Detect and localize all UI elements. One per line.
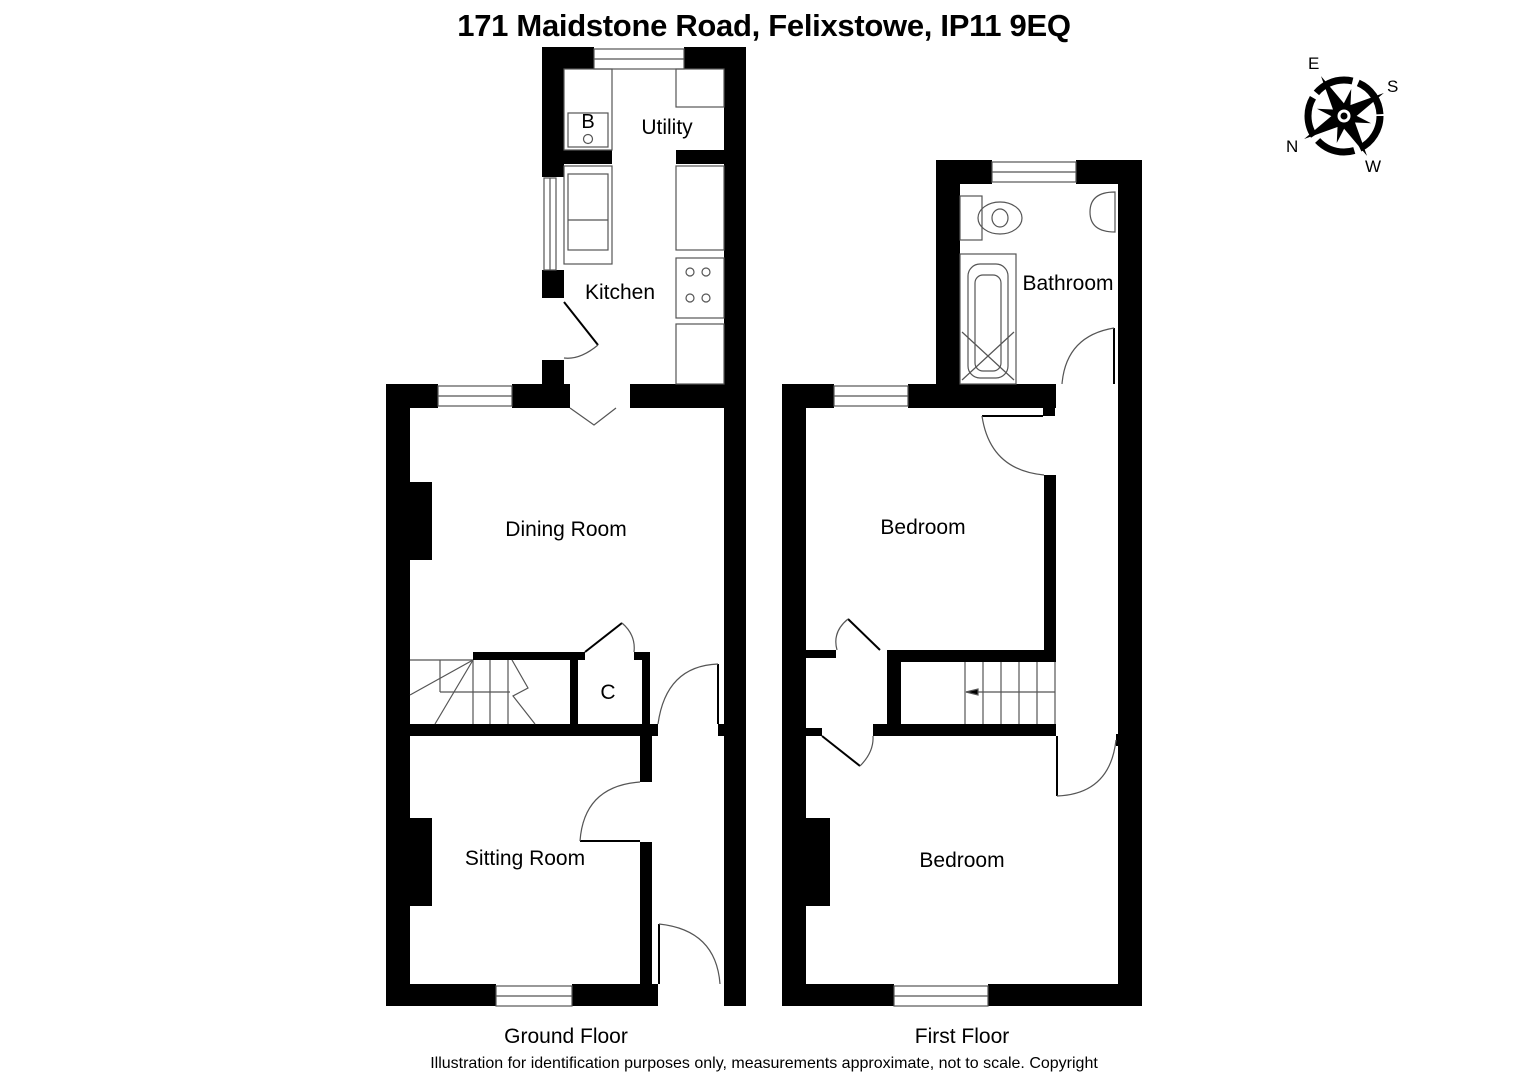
room-label-sitting-room: Sitting Room: [464, 847, 586, 870]
room-label-kitchen: Kitchen: [584, 281, 656, 304]
ground-floor-label: Ground Floor: [504, 1025, 628, 1048]
compass-west-label: W: [1365, 157, 1382, 176]
room-label-dining-room: Dining Room: [505, 518, 627, 541]
compass-south-label: S: [1387, 77, 1399, 96]
first-floor-lines: [821, 161, 1117, 1007]
room-label-bedroom-2: Bedroom: [919, 849, 1005, 872]
room-label-cupboard: C: [600, 681, 616, 704]
disclaimer-text: Illustration for identification purposes…: [430, 1055, 1098, 1072]
first-floor-walls: [782, 160, 1142, 1006]
first-floor-label: First Floor: [914, 1025, 1010, 1048]
page-title: 171 Maidstone Road, Felixstowe, IP11 9EQ: [457, 8, 1071, 43]
room-label-utility: Utility: [641, 116, 693, 139]
room-label-bedroom-1: Bedroom: [880, 516, 966, 539]
ground-floor-lines: [409, 48, 725, 1007]
compass-north-label: N: [1286, 137, 1299, 156]
compass-rose-icon: [1304, 76, 1384, 156]
compass-east-label: E: [1308, 54, 1320, 73]
boiler-label: B: [581, 111, 595, 133]
ground-floor-walls: [386, 47, 746, 1006]
room-label-bathroom: Bathroom: [1022, 272, 1114, 295]
